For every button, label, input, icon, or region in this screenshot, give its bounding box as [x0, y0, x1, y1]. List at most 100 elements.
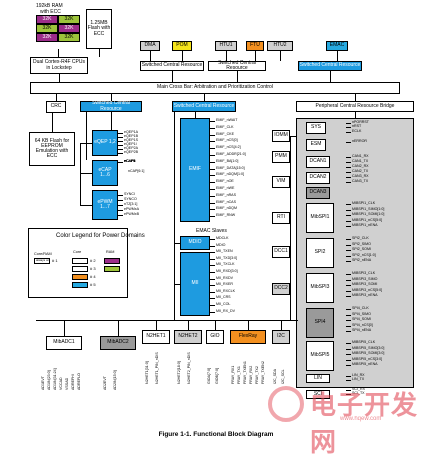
sys-signal: ECLK: [352, 128, 362, 133]
dcan-signal: CAN1_RX: [352, 154, 369, 158]
mibadc1-signal: AD1EVT: [41, 376, 45, 390]
legend-core: Core: [73, 250, 82, 254]
emif-signal: EMIF_nCAS: [216, 199, 236, 204]
emif-signal: EMIF_nDQM[1:0]: [216, 172, 244, 177]
legend-item: # 3: [90, 266, 96, 271]
n2het1-block: N2HET1: [142, 330, 170, 344]
ecap-signal: eCAP4: [124, 159, 136, 163]
ftu-block: FTU: [246, 41, 264, 51]
mibspi3-block: MibSPI3: [306, 273, 334, 303]
spi4-signal: SPI4_SOMI: [352, 317, 371, 322]
emif-signal: EMIF_nRAS: [216, 192, 236, 197]
legend-item: # 2: [90, 258, 96, 263]
dcan2-block: DCAN2: [306, 172, 330, 184]
legend-ram: RAM: [106, 250, 115, 254]
mibspi5-signal: MIBSPI5_SOMI[3:0]: [352, 351, 385, 356]
mibspi5-block: MibSPI5: [306, 341, 334, 371]
mibspi1-signal: MIBSPI1_SIMO[1:0]: [352, 206, 385, 211]
mibadc2-signal: AD2IN[15:0]: [113, 370, 117, 390]
eqep-signal: eQEP1S: [124, 138, 138, 142]
n2het1-signal: N2HET1[31:0]: [145, 361, 149, 384]
dcan1-block: DCAN1: [306, 156, 330, 168]
mibspi3-signal: MIBSPI3_SIMO: [352, 276, 378, 281]
emif-signal: EMIF_BA[1:0]: [216, 158, 239, 163]
dcan-signal: CAN3_RX: [352, 174, 369, 178]
emif-signal: EMIF_CLK: [216, 124, 234, 129]
emif-signal: EMIF_nOE: [216, 179, 234, 184]
watermark-url: www.hqew.com: [340, 416, 382, 422]
mibadc2-signal: AD2EVT: [103, 376, 107, 390]
rti-block: RTI: [272, 212, 290, 224]
spi4-signal: SPI4_CLK: [352, 306, 369, 310]
figure-caption: Figure 1-1. Functional Block Diagram: [158, 431, 274, 438]
spi4-signal: SPI4_nENA: [352, 328, 372, 333]
legend-swatch: [34, 258, 50, 264]
scr-block: Switched Central Resource: [172, 101, 236, 112]
mii-signal: MDIO: [216, 242, 226, 247]
eeprom-flash-block: 64 KB Flash for EEPROM Emulation with EC…: [29, 132, 75, 166]
ram-cell: 32K: [36, 15, 58, 24]
i2c-block: I2C: [272, 330, 290, 344]
legend-swatch: [72, 266, 88, 272]
iomm-block: IOMM: [272, 130, 290, 142]
esm-block: ESM: [306, 139, 326, 151]
ram-title: 192kB RAM: [36, 3, 63, 9]
mibadc1-signal: AD1IN[31:24]: [53, 368, 57, 390]
pom-block: POM: [172, 41, 192, 51]
spi2-signal: SPI2_nENA: [352, 258, 372, 263]
mibspi3-signal: MIBSPI3_CLK: [352, 271, 376, 275]
ram-cell: 32K: [36, 33, 58, 42]
eqep-signal: eQEP1I: [124, 142, 137, 146]
legend-always-on: always on: [36, 258, 50, 262]
eqep-signal: eQEP1B: [124, 134, 138, 138]
scr-block: Switched Central Resource: [298, 61, 362, 71]
spi2-block: SPI2: [306, 238, 334, 268]
mii-signal: MII_TXCLK: [216, 262, 235, 267]
scr-block: Switched Central Resource: [208, 60, 266, 71]
mibspi5-signal: MIBSPI5_SIMO[3:0]: [352, 345, 385, 350]
dcc1-block: DCC1: [272, 246, 290, 258]
mdio-block: MDIO: [180, 236, 210, 250]
mii-signal: MII_RXD[3:0]: [216, 269, 238, 273]
legend-swatch: [72, 274, 88, 280]
dcan-signal: CAN2_TX: [352, 169, 369, 173]
sys-block: SYS: [306, 122, 326, 134]
emif-signal: EMIF_nWAIT: [216, 118, 238, 122]
dma-block: DMA: [140, 41, 160, 51]
ram-cell: 32K: [58, 24, 80, 33]
eqep-block: eQEP 1,2: [92, 130, 118, 156]
sci-block: SCI: [306, 390, 330, 399]
ecap-signal: eCAP1: [124, 159, 136, 163]
ecap-signal: eCAP5: [124, 159, 136, 163]
emif-signal: EMIF_ADDR[21:0]: [216, 152, 246, 156]
main-crossbar: Main Cross Bar: Arbitration and Prioriti…: [30, 82, 400, 94]
flexray-signal: FRAY_TXEN2: [261, 361, 265, 384]
epwm-signal: SYNCI: [124, 192, 135, 196]
emif-signal: EMIF_nDQM: [216, 206, 237, 211]
mii-signal: MII_RXCLK: [216, 288, 235, 293]
legend-item: # 5: [90, 282, 96, 287]
emif-signal: EMIF_nWE: [216, 186, 235, 190]
ram-subtitle: with ECC: [40, 9, 61, 15]
watermark-logo: [268, 386, 304, 422]
mibspi3-signal: MIBSPI3_nENA: [352, 293, 378, 298]
ram-cell: 32K: [58, 33, 80, 42]
mibadc1-signal: ADREFLO: [77, 373, 81, 390]
dcan-signal: CAN3_TX: [352, 179, 369, 183]
eqep-signal: eQEP2A: [124, 146, 138, 150]
spi2-signal: SPI2_SOMI: [352, 247, 371, 252]
sci-signal: SCI_RX: [352, 387, 365, 391]
epwm-signal: SYNCO: [124, 197, 137, 201]
scr-block: Switched Central Resource: [80, 101, 142, 112]
htu1-block: HTU1: [215, 41, 237, 51]
ram-cell: 32K: [36, 24, 58, 33]
mii-signal: MII_TXEN: [216, 249, 233, 254]
epwm-signal: ePWMxB: [124, 212, 139, 216]
ecap-signal: eCAP3: [124, 159, 136, 163]
mii-signal: MII_TXD[3:0]: [216, 255, 238, 260]
htu2-block: HTU2: [267, 41, 293, 51]
epwm-signal: ePWMxA: [124, 207, 139, 211]
legend-item: # 1: [52, 258, 58, 263]
vim-block: VIM: [272, 176, 290, 188]
watermark-text: 电子开发网: [310, 390, 419, 457]
